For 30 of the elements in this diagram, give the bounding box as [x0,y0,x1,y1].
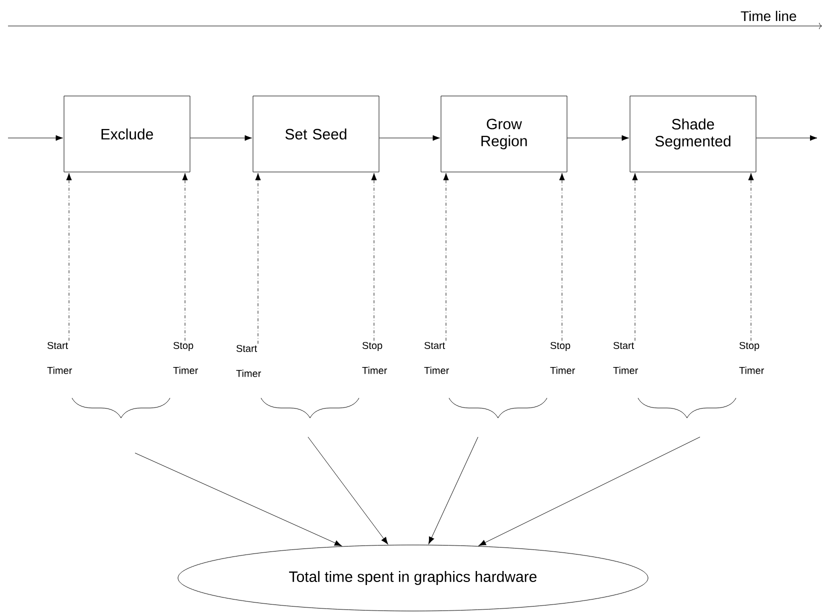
timer-label: Start Timer [47,342,72,374]
timer-label: Stop Timer [739,342,764,374]
timer-label: Stop Timer [550,342,576,374]
timer-label: Start Timer [424,342,450,374]
arrow [190,135,252,141]
axis-label: Time line [740,10,796,22]
arrow [478,436,700,546]
process-box: Grow Region [440,96,568,172]
process-box: Exclude [64,96,190,172]
timer-arrow [255,173,261,344]
timer-label: Stop Timer [173,342,198,374]
arrow [567,135,629,141]
timer-arrow [443,173,449,341]
timer-label: Stop Timer [362,342,388,374]
timer-label: Start Timer [236,344,262,378]
timer-arrow [748,173,754,341]
arrow [308,436,388,544]
process-box: Set Seed [252,96,380,172]
timer-arrow [559,173,565,341]
arrow [379,135,440,141]
timer-label: Start Timer [613,342,638,374]
arrow [428,436,478,544]
arrow [8,135,63,141]
timer-arrow [371,173,377,341]
timer-arrow [182,173,188,341]
arrow [134,452,342,546]
timer-arrow [632,173,638,341]
process-box: Shade Segmented [630,96,756,172]
arrow [756,135,818,141]
timer-arrow [66,173,72,341]
